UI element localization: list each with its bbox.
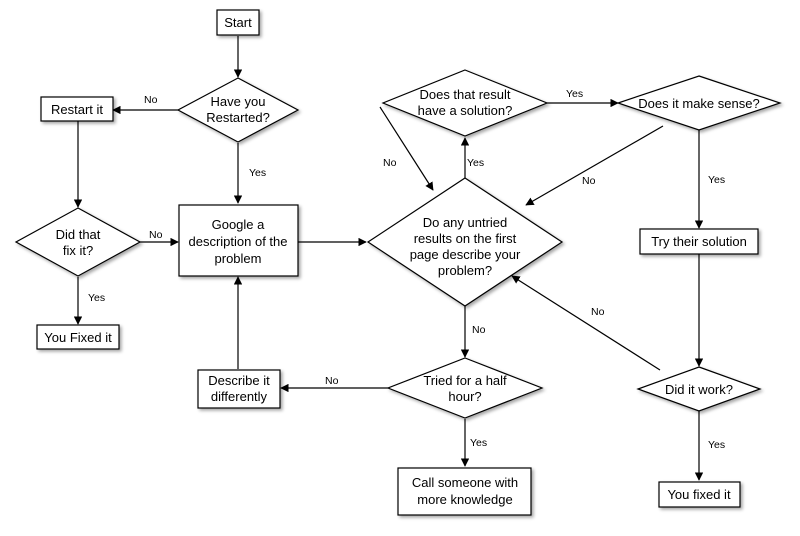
svg-text:Did it work?: Did it work?	[665, 382, 733, 397]
svg-text:Call someone with: Call someone with	[412, 475, 518, 490]
label-work-no: No	[591, 306, 605, 318]
svg-text:page describe your: page describe your	[410, 247, 521, 262]
svg-text:results on the first: results on the first	[414, 231, 517, 246]
edge-work-no	[511, 275, 661, 371]
node-you-fixed-it-left: You Fixed it	[36, 324, 120, 350]
label-restarted-no: No	[144, 94, 158, 106]
edge-sense-no	[525, 125, 664, 206]
svg-text:Try their solution: Try their solution	[651, 234, 747, 249]
node-describe-differently: Describe it differently	[197, 369, 281, 409]
svg-text:Restart it: Restart it	[51, 102, 103, 117]
nodes: Start Have you Restarted? Restart it Did…	[14, 9, 782, 516]
svg-text:differently: differently	[211, 389, 268, 404]
label-restarted-yes: Yes	[249, 167, 266, 179]
node-did-that-fix: Did that fix it?	[14, 207, 142, 277]
node-try-solution: Try their solution	[639, 228, 759, 255]
node-tried-half-hour: Tried for a half hour?	[386, 357, 544, 419]
svg-text:Does that result: Does that result	[419, 87, 510, 102]
node-you-fixed-it-right: You fixed it	[658, 481, 741, 508]
svg-text:You Fixed it: You Fixed it	[44, 330, 112, 345]
label-half-hour-yes: Yes	[470, 437, 487, 449]
svg-text:Does it make sense?: Does it make sense?	[638, 96, 759, 111]
edges	[73, 36, 704, 481]
node-have-restarted: Have you Restarted?	[176, 77, 300, 143]
label-fix-yes: Yes	[88, 292, 105, 304]
svg-text:You fixed it: You fixed it	[667, 487, 731, 502]
svg-text:more knowledge: more knowledge	[417, 492, 512, 507]
node-untried-results: Do any untried results on the first page…	[366, 177, 564, 307]
node-does-result-solution: Does that result have a solution?	[381, 69, 549, 137]
label-untried-no: No	[472, 324, 486, 336]
svg-text:problem: problem	[215, 251, 262, 266]
node-google: Google a description of the problem	[178, 204, 299, 277]
svg-text:description of the: description of the	[188, 234, 287, 249]
svg-text:Restarted?: Restarted?	[206, 110, 270, 125]
svg-text:Do any untried: Do any untried	[423, 215, 508, 230]
node-start: Start	[216, 9, 260, 36]
label-untried-yes: Yes	[467, 157, 484, 169]
label-solution-no: No	[383, 157, 397, 169]
label-sense-no: No	[582, 175, 596, 187]
node-does-it-make-sense: Does it make sense?	[616, 75, 782, 131]
label-fix-no: No	[149, 229, 163, 241]
label-half-hour-no: No	[325, 375, 339, 387]
svg-text:problem?: problem?	[438, 263, 492, 278]
edge-solution-no	[379, 106, 434, 191]
node-call-someone: Call someone with more knowledge	[397, 467, 532, 516]
svg-text:have a solution?: have a solution?	[418, 103, 513, 118]
node-restart-it: Restart it	[40, 96, 114, 122]
label-work-yes: Yes	[708, 439, 725, 451]
label-sense-yes: Yes	[708, 174, 725, 186]
svg-text:Start: Start	[224, 15, 252, 30]
label-solution-yes: Yes	[566, 88, 583, 100]
svg-text:fix it?: fix it?	[63, 243, 93, 258]
svg-text:hour?: hour?	[448, 389, 481, 404]
svg-text:Google a: Google a	[212, 217, 266, 232]
svg-text:Tried for a half: Tried for a half	[423, 373, 507, 388]
svg-text:Have you: Have you	[211, 94, 266, 109]
svg-text:Describe it: Describe it	[208, 373, 270, 388]
node-did-it-work: Did it work?	[636, 366, 762, 412]
svg-text:Did that: Did that	[56, 227, 101, 242]
edge-labels: No Yes No Yes Yes No Yes No Yes No No Ye…	[88, 88, 725, 451]
